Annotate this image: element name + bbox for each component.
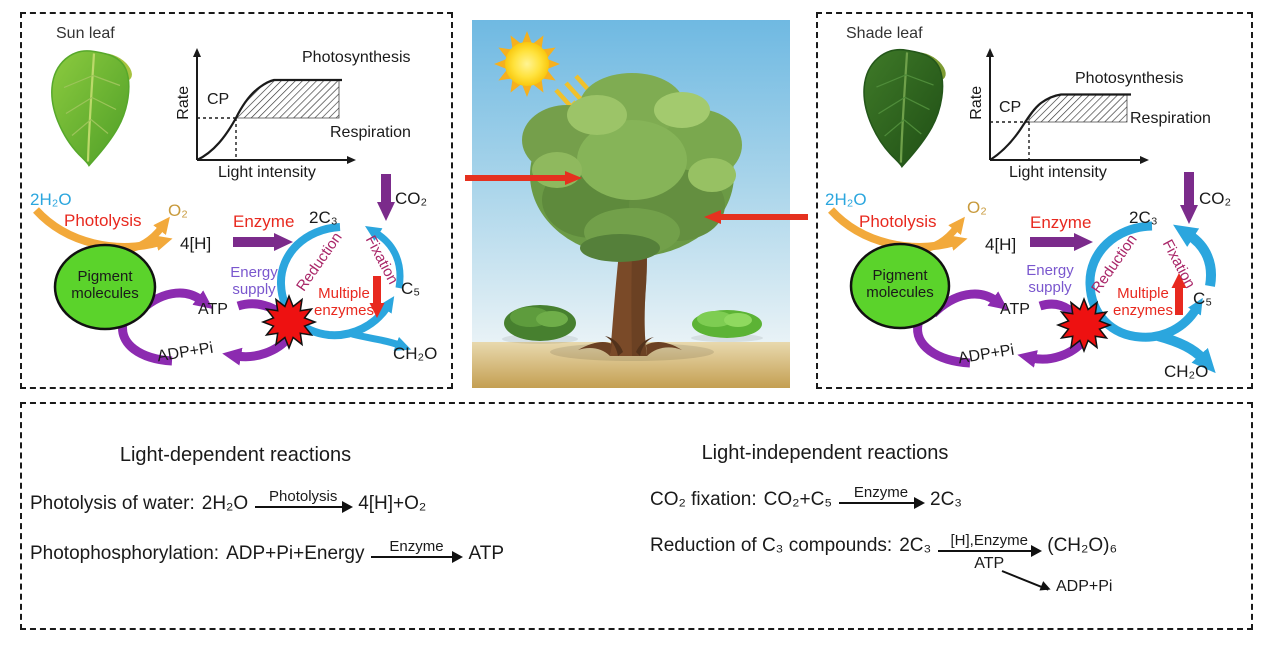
reaction-rhs: 2C₃ [930, 489, 963, 510]
pigment-molecules-ellipse [849, 242, 951, 330]
rate-axis-label: Rate [968, 85, 986, 120]
reaction-label: Photophosphorylation: [30, 543, 220, 564]
respiration-label: Respiration [330, 124, 411, 141]
arrow-line [839, 497, 925, 509]
arrow-condition: Enzyme [389, 538, 444, 555]
sugar-label: CH₂O [393, 344, 438, 363]
pigment-label: Pigment molecules [866, 267, 934, 301]
sun-leaf-panel: Sun leaf [20, 12, 453, 389]
enzyme-label: Enzyme [233, 212, 295, 231]
c5-label: C₅ [1193, 289, 1213, 308]
hydrogen-label: 4[H] [985, 235, 1017, 254]
respiration-label: Respiration [1130, 110, 1211, 127]
water-label: 2H₂O [30, 190, 72, 209]
reaction-rhs: 4[H]+O₂ [358, 493, 427, 514]
reaction-co2-fixation: CO₂ fixation: CO₂+C₅ Enzyme 2C₃ [650, 484, 962, 511]
photolysis-label: Photolysis [859, 212, 937, 231]
starburst-energy-icon [1055, 296, 1113, 354]
sun-icon [494, 31, 560, 97]
reaction-reduction-of-c3: Reduction of C₃ compounds: 2C₃ [H],Enzym… [650, 532, 1118, 595]
red-pointer-arrow-shade [704, 210, 808, 224]
arrow-line [938, 545, 1043, 557]
reaction-arrow: Photolysis [255, 488, 354, 513]
graph-axes [193, 48, 356, 164]
atp-label: ATP [1000, 301, 1030, 318]
bush-right [691, 310, 763, 342]
shade-cycle-graphic [828, 172, 1216, 374]
panel-title: Sun leaf [56, 25, 115, 42]
arrow-condition: Enzyme [853, 484, 909, 501]
photolysis-label: Photolysis [64, 211, 142, 230]
arrow-line [371, 551, 464, 563]
light-independent-title: Light-independent reactions [701, 442, 949, 464]
bush-left [502, 305, 578, 344]
oxygen-label: O₂ [967, 198, 987, 217]
light-response-graph: Rate CP Photosynthesis Respiration Light… [963, 44, 1223, 194]
shade-leaf-image [863, 48, 946, 169]
byproduct-arrow [1001, 570, 1049, 591]
reaction-label: CO₂ fixation: [650, 489, 757, 510]
hydrogen-label: 4[H] [180, 234, 212, 253]
c3-label: 2C₃ [309, 208, 338, 227]
reaction-lhs: 2H₂O [201, 493, 249, 514]
photosynthesis-label: Photosynthesis [302, 49, 411, 66]
light-dependent-title: Light-dependent reactions [119, 444, 352, 466]
c3-label: 2C₃ [1129, 208, 1158, 227]
pigment-label: Pigment molecules [71, 268, 139, 302]
reaction-label: Photolysis of water: [30, 493, 195, 514]
reaction-lhs: ADP+Pi+Energy [226, 543, 365, 564]
reaction-rhs: (CH₂O)₆ [1047, 535, 1118, 556]
red-pointer-arrow-sun [465, 171, 582, 185]
cp-label: CP [999, 99, 1022, 116]
energy-supply-label: Energy supply [230, 264, 278, 298]
reaction-lhs: CO₂+C₅ [763, 489, 832, 510]
arrow-condition: [H],Enzyme [950, 532, 1029, 549]
multiple-enzymes-label: Multiple enzymes [1112, 285, 1174, 319]
arrow-condition-below: ATP [974, 555, 1005, 572]
reaction-label: Reduction of C₃ compounds: [650, 535, 893, 556]
sun-cycle-graphic [33, 174, 412, 366]
oxygen-label: O₂ [168, 201, 188, 220]
tree-canopy [522, 73, 742, 262]
reaction-photophosphorylation: Photophosphorylation: ADP+Pi+Energy Enzy… [30, 538, 504, 565]
c5-label: C₅ [401, 279, 421, 298]
sugar-label: CH₂O [1164, 362, 1209, 381]
arrow-line [255, 501, 354, 513]
multiple-enzymes-label: Multiple enzymes [313, 285, 375, 319]
light-intensity-label: Light intensity [218, 164, 316, 181]
enzyme-label: Enzyme [1030, 213, 1092, 232]
panel-title: Shade leaf [846, 25, 923, 42]
arrow-condition: Photolysis [269, 488, 338, 505]
energy-supply-label: Energy supply [1026, 262, 1074, 296]
photosynthesis-label: Photosynthesis [1075, 70, 1184, 87]
reaction-arrow: [H],Enzyme ATP [938, 532, 1043, 573]
starburst-energy-icon [260, 293, 318, 351]
tree-illustration [472, 20, 790, 388]
rate-axis-label: Rate [175, 85, 193, 120]
cp-label: CP [207, 91, 230, 108]
reaction-lhs: 2C₃ [899, 535, 932, 556]
reaction-arrow: Enzyme [839, 484, 925, 509]
reaction-photolysis-of-water: Photolysis of water: 2H₂O Photolysis 4[H… [30, 488, 426, 515]
water-label: 2H₂O [825, 190, 867, 209]
co2-label: CO₂ [395, 189, 428, 208]
pigment-molecules-ellipse [53, 243, 157, 331]
light-intensity-label: Light intensity [1009, 164, 1107, 181]
graph-axes [986, 48, 1149, 164]
reaction-rhs: ATP [468, 543, 504, 564]
reaction-arrow: Enzyme [371, 538, 464, 563]
reactions-panel: Light-dependent reactions Photolysis of … [20, 402, 1253, 630]
light-response-graph: Rate CP Photosynthesis Respiration Light… [162, 44, 422, 194]
co2-label: CO₂ [1199, 189, 1232, 208]
shade-leaf-panel: Shade leaf [816, 12, 1253, 389]
sun-leaf-image [51, 50, 132, 167]
byproduct-label: ADP+Pi [1056, 578, 1113, 595]
atp-label: ATP [198, 301, 228, 318]
